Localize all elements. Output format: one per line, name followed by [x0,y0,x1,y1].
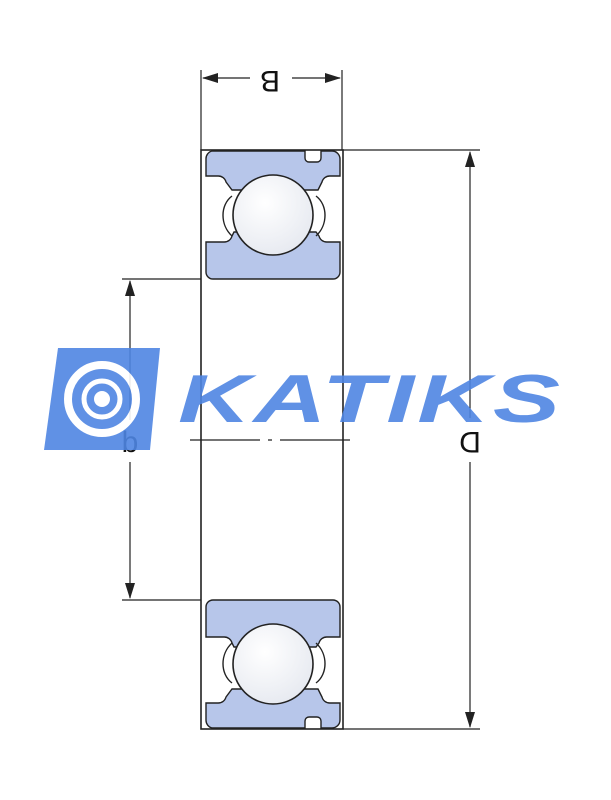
dimension-label-width: B [260,64,280,97]
outer-ring-bottom [205,688,341,729]
seal-right-top [315,195,326,237]
seal-left-top [222,195,233,237]
seal-left-bottom [222,642,233,684]
seal-right-bottom [315,642,326,684]
outer-ring-top [205,150,341,191]
bottom-cross-section [205,599,341,729]
dimension-outer-diameter: D [343,149,481,730]
bearing-logo-icon [44,348,160,450]
watermark: KATIKS [44,348,563,450]
dimension-width: B [200,64,343,150]
ball-bottom [232,623,314,705]
ball-top [232,174,314,256]
watermark-text: KATIKS [178,361,563,437]
top-cross-section [205,150,341,280]
dimension-label-outer-diameter: D [459,425,481,458]
